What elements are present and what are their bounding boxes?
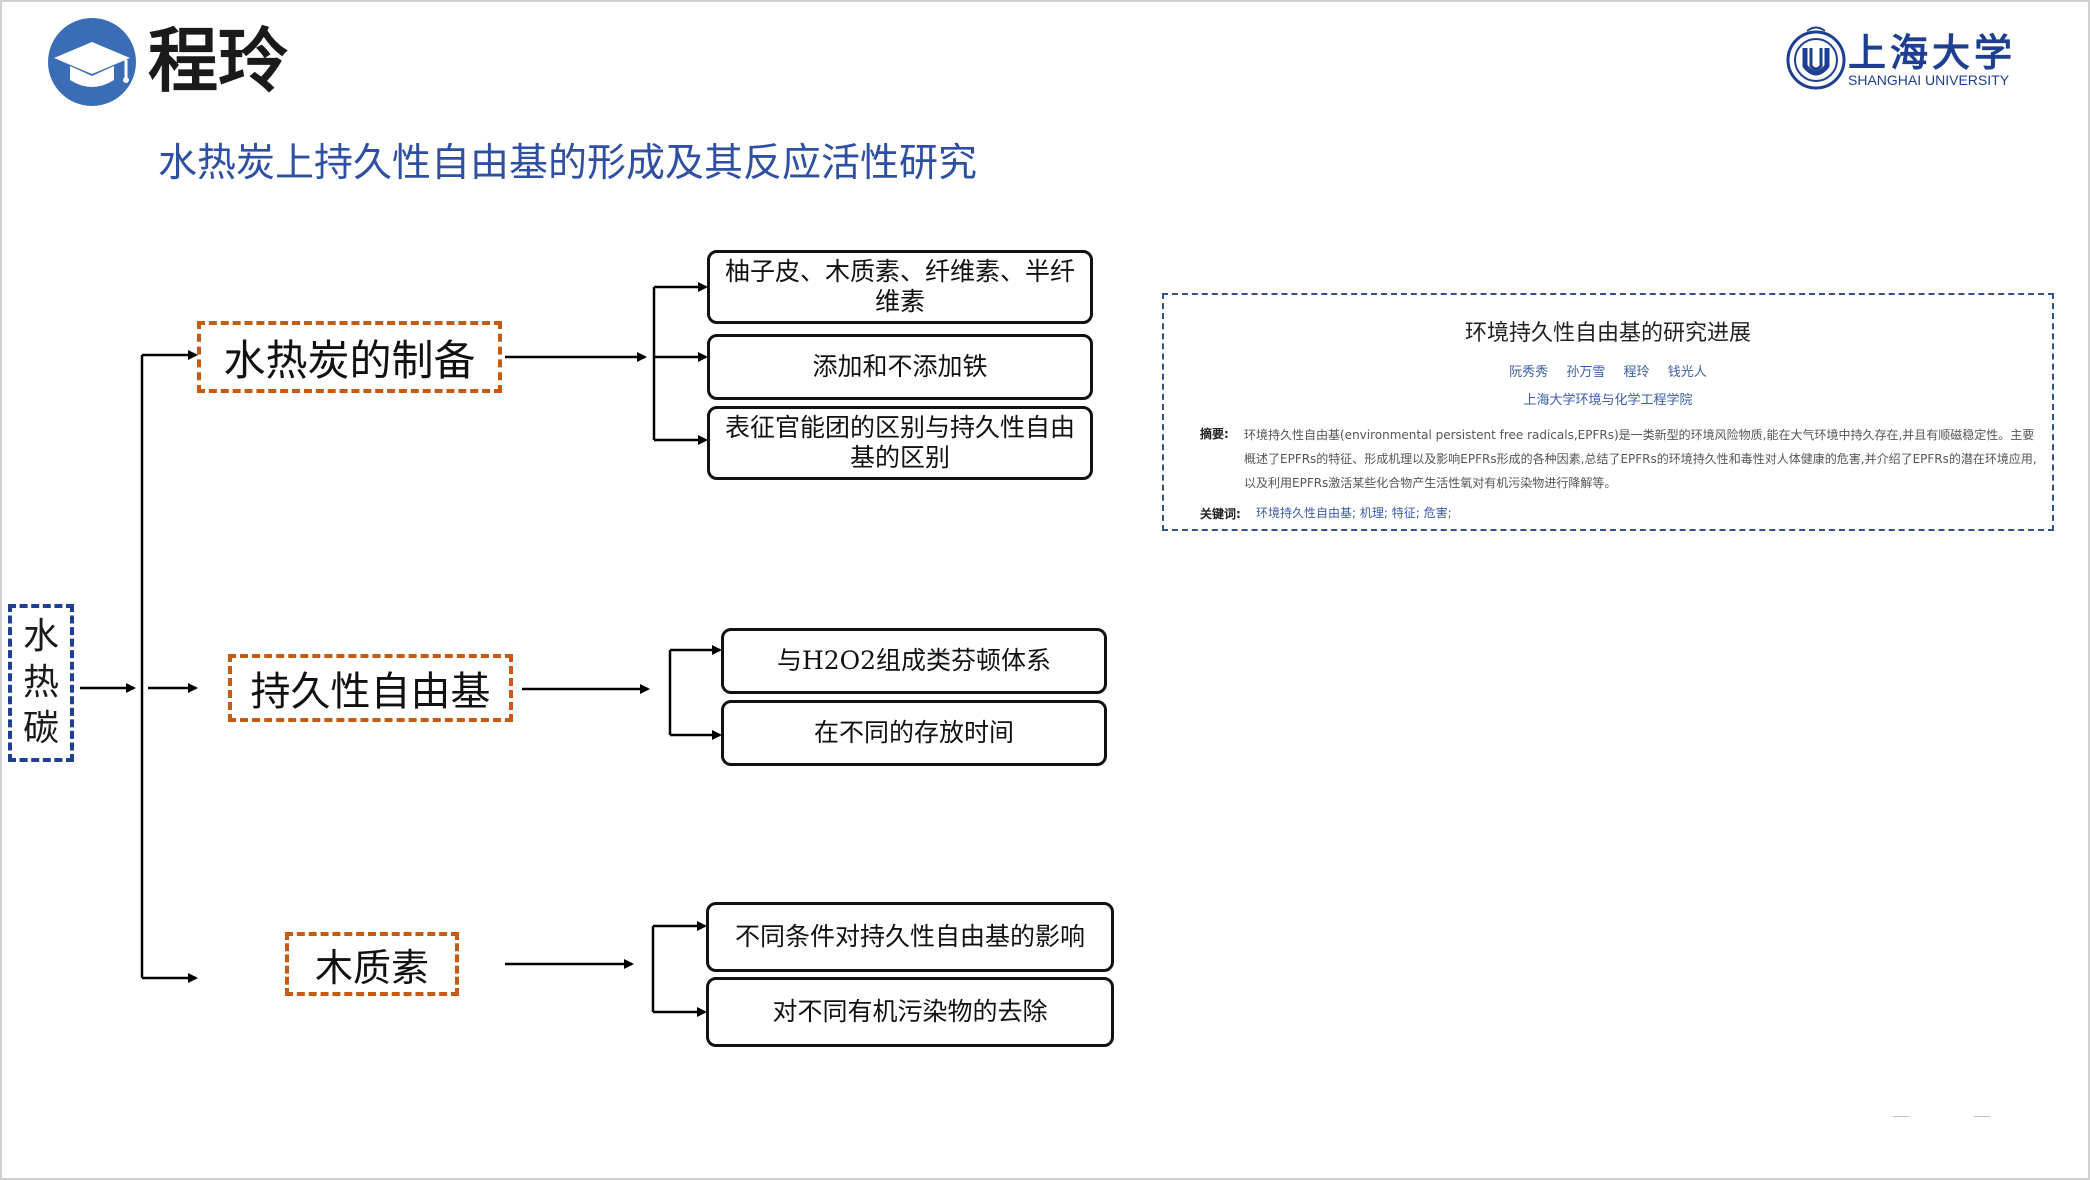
paper-title: 环境持久性自由基的研究进展 [1464,321,1751,346]
graduation-cap-icon [48,18,136,106]
shu-emblem-icon [1785,22,1847,98]
category-lignin: 木质素 [285,932,459,996]
root-char: 水 [22,616,59,657]
leaf-raw-materials: 柚子皮、木质素、纤维素、半纤维素 [707,250,1093,324]
leaf-pollutant-removal: 对不同有机污染物的去除 [706,977,1114,1047]
abstract-text: 环境持久性自由基(environmental persistent free r… [1244,428,2037,490]
category-persistent-free-radicals: 持久性自由基 [228,654,513,722]
leaf-condition-effects: 不同条件对持久性自由基的影响 [706,902,1114,972]
leaf-iron-addition: 添加和不添加铁 [707,334,1093,400]
root-node: 水 热 碳 [8,604,74,762]
category-hydrochar-preparation: 水热炭的制备 [197,321,502,393]
university-name-en: SHANGHAI UNIVERSITY [1848,72,2010,88]
root-char: 热 [22,662,59,703]
corner-mark [1893,1116,1909,1117]
corner-mark [1974,1116,1990,1117]
paper-authors: 阮秀秀 孙万雪 程玲 钱光人 [1509,365,1707,380]
leaf-storage-time: 在不同的存放时间 [721,700,1107,766]
paper-card: 环境持久性自由基的研究进展 阮秀秀 孙万雪 程玲 钱光人 上海大学环境与化学工程… [1162,293,2054,531]
keywords-label: 关键词: [1200,507,1241,521]
paper-affiliation: 上海大学环境与化学工程学院 [1523,393,1693,408]
leaf-fenton-system: 与H2O2组成类芬顿体系 [721,628,1107,694]
university-name: 上海大学 [1848,30,2017,75]
abstract-label: 摘要: [1200,427,1229,441]
leaf-characterization: 表征官能团的区别与持久性自由基的区别 [707,406,1093,480]
root-char: 碳 [22,708,59,749]
keywords-text: 环境持久性自由基; 机理; 特征; 危害; [1256,506,1452,520]
author-name: 程玲 [148,20,288,102]
slide-title: 水热炭上持久性自由基的形成及其反应活性研究 [158,141,978,186]
